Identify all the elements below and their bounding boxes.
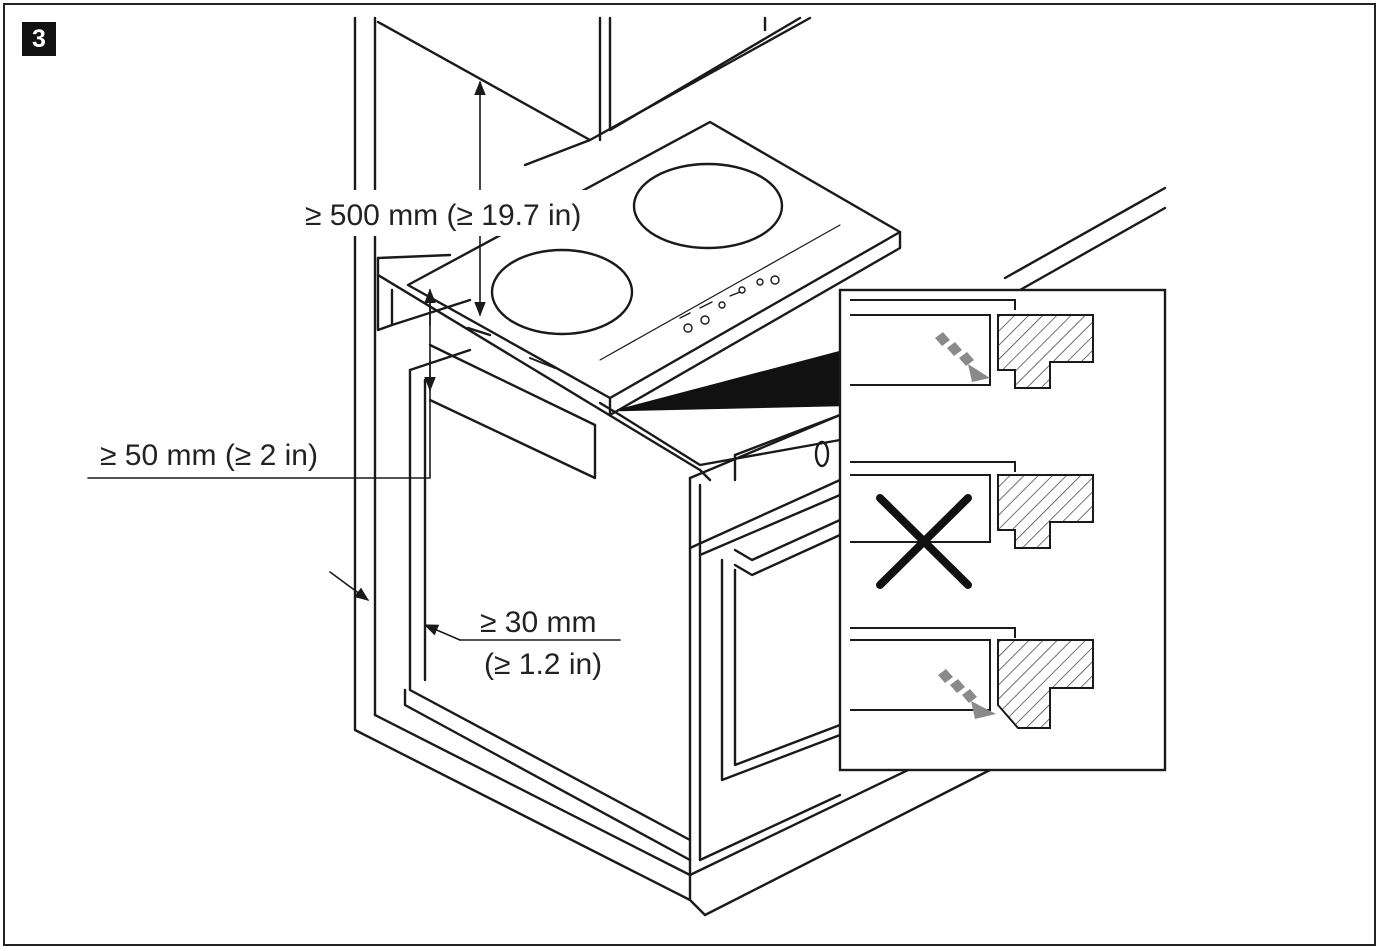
worktop (376, 253, 842, 482)
rear-gap-label-mm: ≥ 30 mm (480, 606, 596, 639)
worktop-edge-bevelled (997, 639, 1094, 729)
clearance-above-label: ≥ 500 mm (≥ 19.7 in) (305, 199, 581, 232)
worktop-edge-wrong (997, 474, 1094, 549)
rear-gap-label-in: (≥ 1.2 in) (484, 648, 602, 681)
wall-cabinet (376, 16, 812, 142)
edge-detail-panel (838, 288, 1167, 772)
dashed-arrow-icon (938, 669, 996, 719)
base-cabinet (403, 343, 992, 917)
worktop-edge-correct (997, 314, 1094, 389)
dimension-labels: ≥ 500 mm (≥ 19.7 in) ≥ 50 mm (≥ 2 in) ≥ … (95, 190, 610, 681)
hob-controls (679, 275, 780, 333)
diagram-frame (3, 3, 1376, 946)
induction-hob (406, 120, 902, 417)
gap-below-label: ≥ 50 mm (≥ 2 in) (100, 439, 318, 472)
figure-number-badge: 3 (22, 22, 56, 56)
left-wall (353, 16, 692, 902)
built-in-oven (688, 413, 842, 862)
back-wall-lines (523, 138, 1167, 292)
dashed-arrow-icon (935, 332, 990, 382)
cross-mark-icon (876, 494, 972, 589)
detail-callout-pointer (618, 350, 842, 412)
